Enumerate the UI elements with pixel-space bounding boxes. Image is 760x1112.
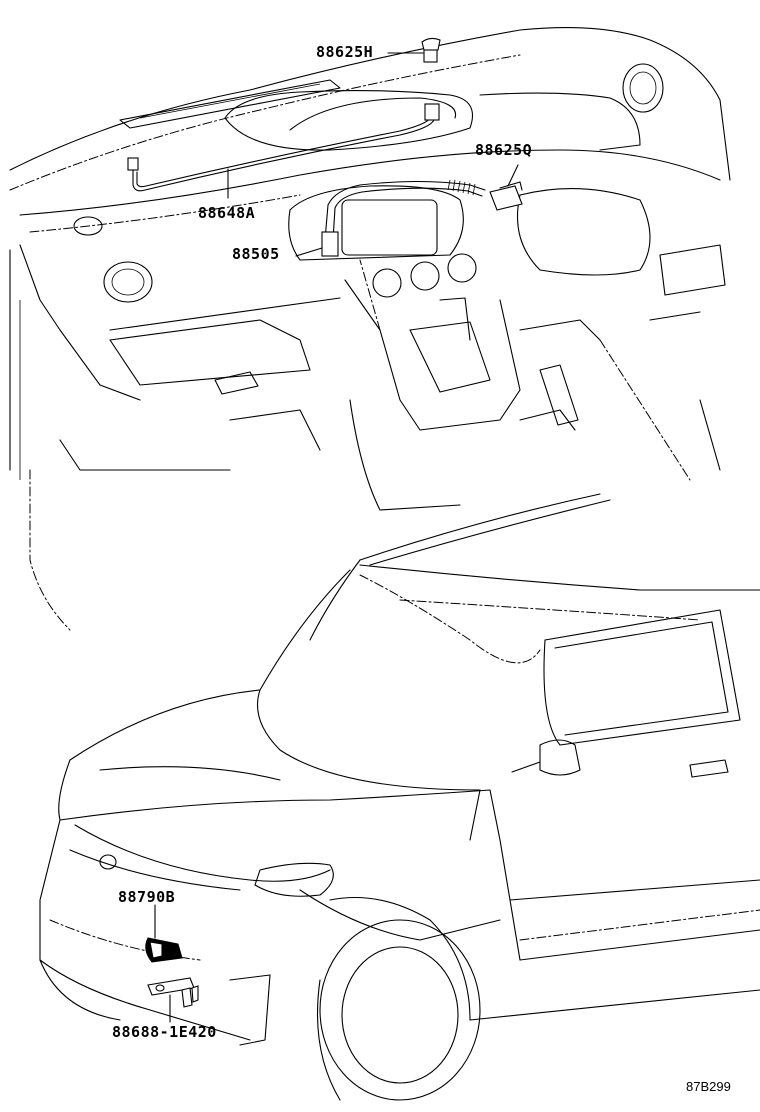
part-label-88648a: 88648A <box>198 204 256 222</box>
vehicle-illustration <box>39 493 760 1101</box>
part-label-88625q: 88625Q <box>475 141 533 159</box>
dashboard-illustration <box>9 27 731 631</box>
part-label-88688-1e420: 88688-1E420 <box>112 1023 217 1041</box>
part-label-88625h: 88625H <box>316 43 374 61</box>
part-label-88505: 88505 <box>232 245 280 263</box>
figure-code: 87B299 <box>686 1079 731 1094</box>
part-label-88790b: 88790B <box>118 888 176 906</box>
corrugated-tube <box>447 179 476 196</box>
